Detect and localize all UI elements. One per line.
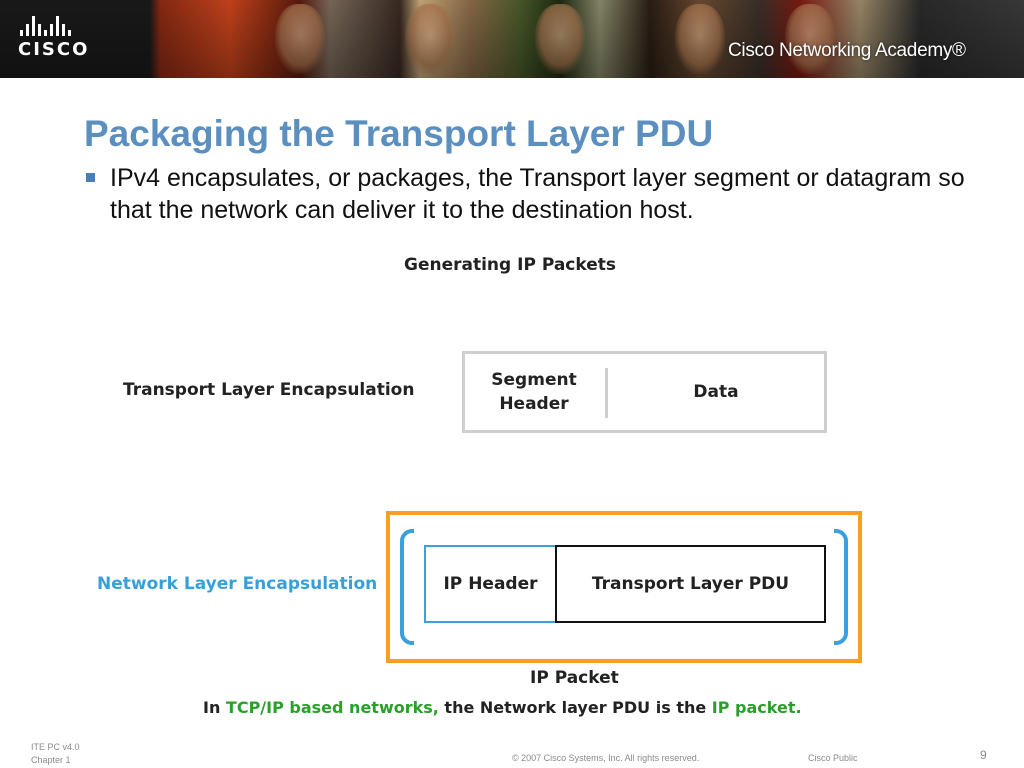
academy-title: Cisco Networking Academy® — [728, 40, 966, 61]
square-bullet-icon — [86, 173, 95, 182]
caption-highlight: TCP/IP based networks, — [225, 698, 439, 717]
ip-header-cell: IP Header — [424, 545, 555, 623]
segment-header-line: Segment — [491, 370, 577, 390]
segment-header-cell: Segment Header — [465, 354, 603, 430]
caption-text: In — [203, 698, 226, 717]
diagram-caption: In TCP/IP based networks, the Network la… — [203, 698, 802, 717]
right-bracket-icon — [834, 529, 848, 645]
segment-data-cell: Data — [693, 382, 739, 402]
banner-photo — [675, 4, 725, 74]
footer-copyright: © 2007 Cisco Systems, Inc. All rights re… — [512, 753, 700, 763]
segment-box: Segment Header Data — [462, 351, 827, 433]
network-encapsulation-label: Network Layer Encapsulation — [97, 574, 378, 594]
segment-header-line: Header — [499, 394, 569, 414]
banner-photo — [785, 4, 835, 74]
bullet-text: IPv4 encapsulates, or packages, the Tran… — [110, 164, 965, 224]
bullet-point: IPv4 encapsulates, or packages, the Tran… — [86, 162, 966, 226]
diagram-title: Generating IP Packets — [404, 255, 616, 275]
left-bracket-icon — [400, 529, 414, 645]
footer-chapter: Chapter 1 — [31, 755, 71, 765]
ip-packet-label: IP Packet — [530, 668, 619, 688]
banner-photo-strip — [155, 0, 1024, 78]
cisco-logo: CISCO — [18, 16, 98, 62]
transport-pdu-cell: Transport Layer PDU — [555, 545, 826, 623]
page-number: 9 — [980, 748, 987, 762]
encapsulation-diagram: Generating IP Packets Transport Layer En… — [0, 240, 1024, 730]
cisco-bars-icon — [20, 16, 98, 36]
footer-classification: Cisco Public — [808, 753, 858, 763]
ip-packet-frame: IP Header Transport Layer PDU — [386, 511, 862, 663]
banner-photo — [275, 4, 325, 74]
segment-divider — [605, 368, 608, 418]
slide-title: Packaging the Transport Layer PDU — [84, 113, 714, 154]
transport-encapsulation-label: Transport Layer Encapsulation — [123, 380, 415, 400]
cisco-wordmark: CISCO — [18, 39, 90, 60]
footer-version: ITE PC v4.0 — [31, 742, 80, 752]
header-banner: CISCO Cisco Networking Academy® — [0, 0, 1024, 78]
banner-photo — [535, 4, 585, 74]
caption-highlight: IP packet. — [711, 698, 802, 717]
footer-course-info: ITE PC v4.0 Chapter 1 — [31, 741, 80, 767]
caption-text: the Network layer PDU is the — [438, 698, 712, 717]
banner-photo — [405, 4, 455, 74]
